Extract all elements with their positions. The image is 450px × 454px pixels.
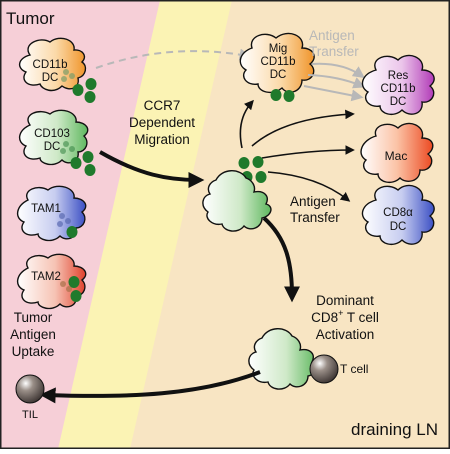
cd8a-dc-label-line1: CD8α [383, 207, 413, 219]
antigen-transfer-top-label: Antigen Transfer [309, 28, 359, 59]
til-cell [15, 374, 45, 404]
cd103-dc-label-line2: DC [44, 141, 61, 153]
activation-arrow [262, 216, 300, 303]
svg-text:Tumor: Tumor [14, 310, 53, 325]
svg-text:CCR7: CCR7 [144, 98, 181, 113]
dominant-cd8-activation-label: Dominant CD8+ T cell Activation [311, 293, 379, 342]
tam1-antigen-dots [66, 226, 78, 238]
migrated-cd103-dc-cell [202, 170, 272, 232]
tam2-cell: TAM2 [17, 253, 87, 310]
res-cd11b-dc-label-line1: Res [388, 70, 409, 82]
cd103-dc-label-line1: CD103 [34, 128, 70, 140]
mig-dc-antigen-dots [270, 89, 295, 102]
lymph-node-region-title: draining LN [351, 420, 438, 439]
cd11b-dc-label-line1: CD11b [33, 59, 68, 71]
til-return-arrow [39, 370, 261, 404]
svg-text:Uptake: Uptake [12, 344, 55, 359]
svg-text:Migration: Migration [134, 132, 190, 147]
res-cd11b-dc-cell: Res CD11b DC [361, 54, 435, 116]
tumor-antigen-uptake-caption: Tumor Antigen Uptake [10, 310, 56, 359]
mig-cd11b-dc-cell: Mig CD11b DC [239, 32, 315, 94]
antigen-transfer-gray-arrows [303, 62, 366, 102]
t-cell [309, 354, 339, 384]
svg-text:Antigen: Antigen [10, 327, 56, 342]
mac-label: Mac [385, 149, 408, 163]
svg-text:Activation: Activation [316, 327, 375, 342]
svg-text:Antigen: Antigen [309, 28, 355, 43]
cd11b-dc-cell: CD11b DC [19, 37, 87, 92]
res-cd11b-dc-label-line2: CD11b [381, 83, 416, 95]
tam2-label: TAM2 [31, 271, 61, 283]
res-cd11b-dc-label-line3: DC [390, 96, 407, 108]
migration-band [58, 0, 232, 449]
ccr7-migration-label: CCR7 Dependent Migration [129, 98, 195, 147]
antigen-transfer-middle-label: Antigen Transfer [290, 194, 340, 225]
svg-text:Transfer: Transfer [309, 44, 359, 59]
svg-text:Transfer: Transfer [290, 210, 340, 225]
cd11b-dc-antigen-dots [72, 78, 97, 103]
mig-cd11b-dc-label-line3: DC [270, 69, 287, 81]
cd11b-dc-label-line2: DC [42, 72, 59, 84]
tam2-antigen-dots [68, 276, 82, 302]
mig-cd11b-dc-label-line1: Mig [269, 43, 288, 55]
cd8a-dc-cell: CD8α DC [361, 184, 435, 246]
cd103-dc-cell: CD103 DC [19, 109, 89, 166]
cd103-dc-antigen-dots [70, 151, 96, 176]
svg-text:CD8+ T cell: CD8+ T cell [311, 308, 379, 325]
presenting-dc-cell [248, 328, 318, 390]
tumor-region-title: Tumor [6, 9, 55, 28]
svg-text:Antigen: Antigen [290, 194, 336, 209]
tam1-label: TAM1 [31, 203, 61, 215]
cd11b-dc-migration-arrow [95, 48, 252, 69]
til-label: TIL [22, 409, 38, 421]
mac-cell: Mac [360, 122, 434, 184]
ccr7-migration-arrow [99, 150, 205, 188]
t-cell-label: T cell [340, 362, 368, 376]
cd8a-dc-label-line2: DC [390, 221, 407, 233]
antigen-transfer-black-arrows [239, 99, 355, 202]
svg-text:Dependent: Dependent [129, 115, 195, 130]
mig-cd11b-dc-label-line2: CD11b [261, 56, 296, 68]
svg-text:Dominant: Dominant [316, 293, 374, 308]
